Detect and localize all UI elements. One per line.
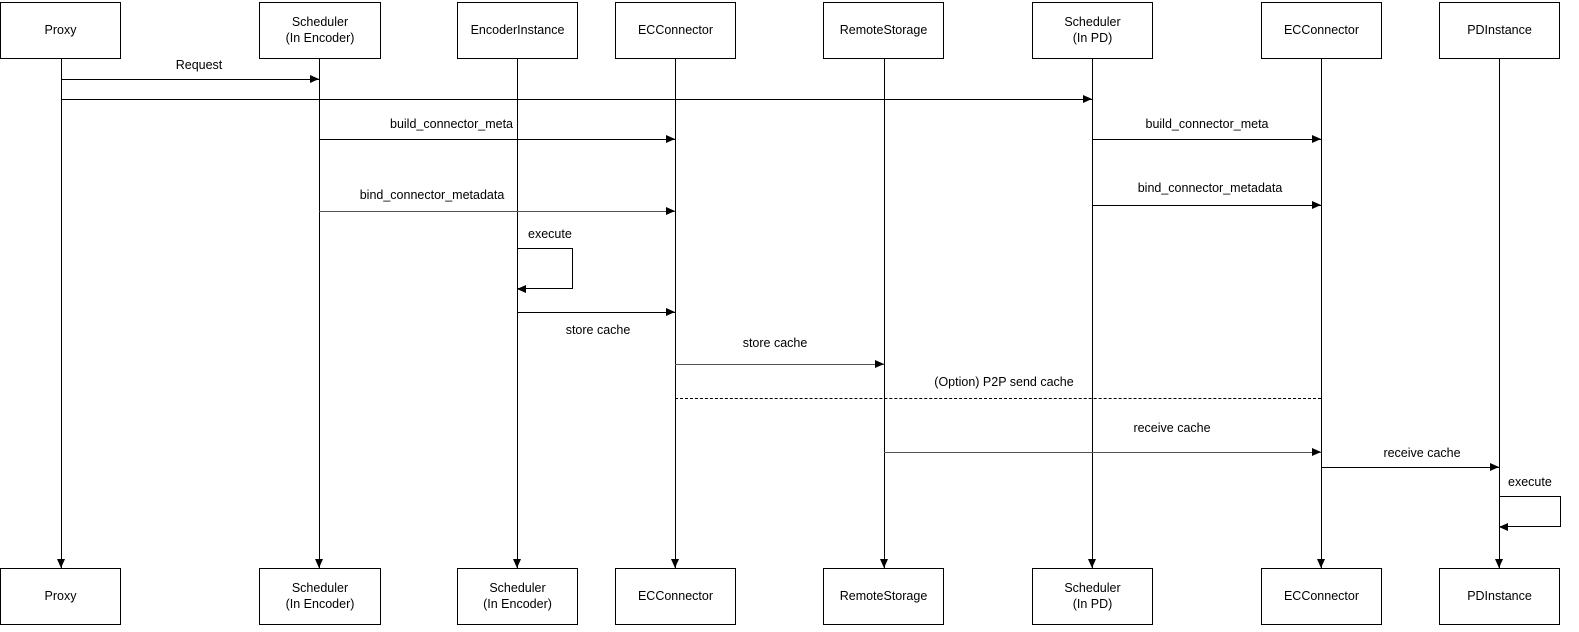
lifeline	[884, 59, 885, 568]
message-arrowhead-icon	[1312, 201, 1321, 209]
lifeline	[517, 59, 518, 568]
message-label: build_connector_meta	[390, 117, 513, 131]
lifeline-end-arrow-icon	[880, 559, 888, 568]
participant-box-remote_storage_b[interactable]: RemoteStorage	[823, 568, 944, 625]
message-label: bind_connector_metadata	[359, 188, 505, 202]
message-arrowhead-icon	[1312, 448, 1321, 456]
message-arrow	[884, 452, 1321, 453]
self-message-loop	[1499, 496, 1561, 527]
message-label: Request	[175, 58, 223, 72]
lifeline-end-arrow-icon	[57, 559, 65, 568]
message-arrow	[1321, 467, 1499, 468]
participant-box-sched_enc_b[interactable]: Scheduler (In Encoder)	[259, 568, 381, 625]
lifeline	[61, 59, 62, 568]
self-message-arrowhead-icon	[1499, 523, 1508, 531]
message-arrow	[517, 312, 675, 313]
self-message-label: execute	[1508, 475, 1552, 489]
self-message-arrowhead-icon	[517, 285, 526, 293]
message-arrow	[675, 398, 1321, 399]
lifeline-end-arrow-icon	[315, 559, 323, 568]
message-arrowhead-icon	[310, 75, 319, 83]
lifeline	[1092, 59, 1093, 568]
participant-box-encoder_inst_b[interactable]: Scheduler (In Encoder)	[457, 568, 578, 625]
participant-box-sched_enc[interactable]: Scheduler (In Encoder)	[259, 2, 381, 59]
lifeline	[319, 59, 320, 568]
self-message-loop	[517, 248, 573, 289]
participant-box-ec_conn_right[interactable]: ECConnector	[1261, 2, 1382, 59]
lifeline-end-arrow-icon	[671, 559, 679, 568]
message-arrowhead-icon	[1083, 95, 1092, 103]
message-arrowhead-icon	[1312, 135, 1321, 143]
message-label: store cache	[565, 323, 631, 337]
participant-box-proxy_b[interactable]: Proxy	[0, 568, 121, 625]
participant-box-remote_storage[interactable]: RemoteStorage	[823, 2, 944, 59]
message-arrow	[61, 79, 319, 80]
message-arrowhead-icon	[666, 135, 675, 143]
message-label: (Option) P2P send cache	[934, 375, 1074, 389]
message-arrowhead-icon	[1490, 463, 1499, 471]
message-arrow	[675, 364, 884, 365]
participant-box-sched_pd[interactable]: Scheduler (In PD)	[1032, 2, 1153, 59]
lifeline-end-arrow-icon	[1495, 559, 1503, 568]
message-arrowhead-icon	[875, 360, 884, 368]
message-label: build_connector_meta	[1145, 117, 1269, 131]
message-label: store cache	[742, 336, 808, 350]
participant-box-proxy[interactable]: Proxy	[0, 2, 121, 59]
lifeline-end-arrow-icon	[1317, 559, 1325, 568]
message-label: receive cache	[1133, 421, 1211, 435]
lifeline	[1321, 59, 1322, 568]
participant-box-ec_conn_left_b[interactable]: ECConnector	[615, 568, 736, 625]
participant-box-ec_conn_left[interactable]: ECConnector	[615, 2, 736, 59]
message-arrow	[319, 139, 675, 140]
message-arrow	[1092, 205, 1321, 206]
lifeline-end-arrow-icon	[513, 559, 521, 568]
message-arrowhead-icon	[666, 308, 675, 316]
lifeline	[1499, 59, 1500, 568]
participant-box-pd_instance_b[interactable]: PDInstance	[1439, 568, 1560, 625]
message-label: bind_connector_metadata	[1137, 181, 1283, 195]
participant-box-ec_conn_right_b[interactable]: ECConnector	[1261, 568, 1382, 625]
self-message-label: execute	[528, 227, 572, 241]
participant-box-pd_instance[interactable]: PDInstance	[1439, 2, 1560, 59]
message-label: receive cache	[1383, 446, 1461, 460]
participant-box-encoder_inst[interactable]: EncoderInstance	[457, 2, 578, 59]
lifeline-end-arrow-icon	[1088, 559, 1096, 568]
message-arrowhead-icon	[666, 207, 675, 215]
lifeline	[675, 59, 676, 568]
message-arrow	[1092, 139, 1321, 140]
message-arrow	[319, 211, 675, 212]
message-arrow	[61, 99, 1092, 100]
participant-box-sched_pd_b[interactable]: Scheduler (In PD)	[1032, 568, 1153, 625]
